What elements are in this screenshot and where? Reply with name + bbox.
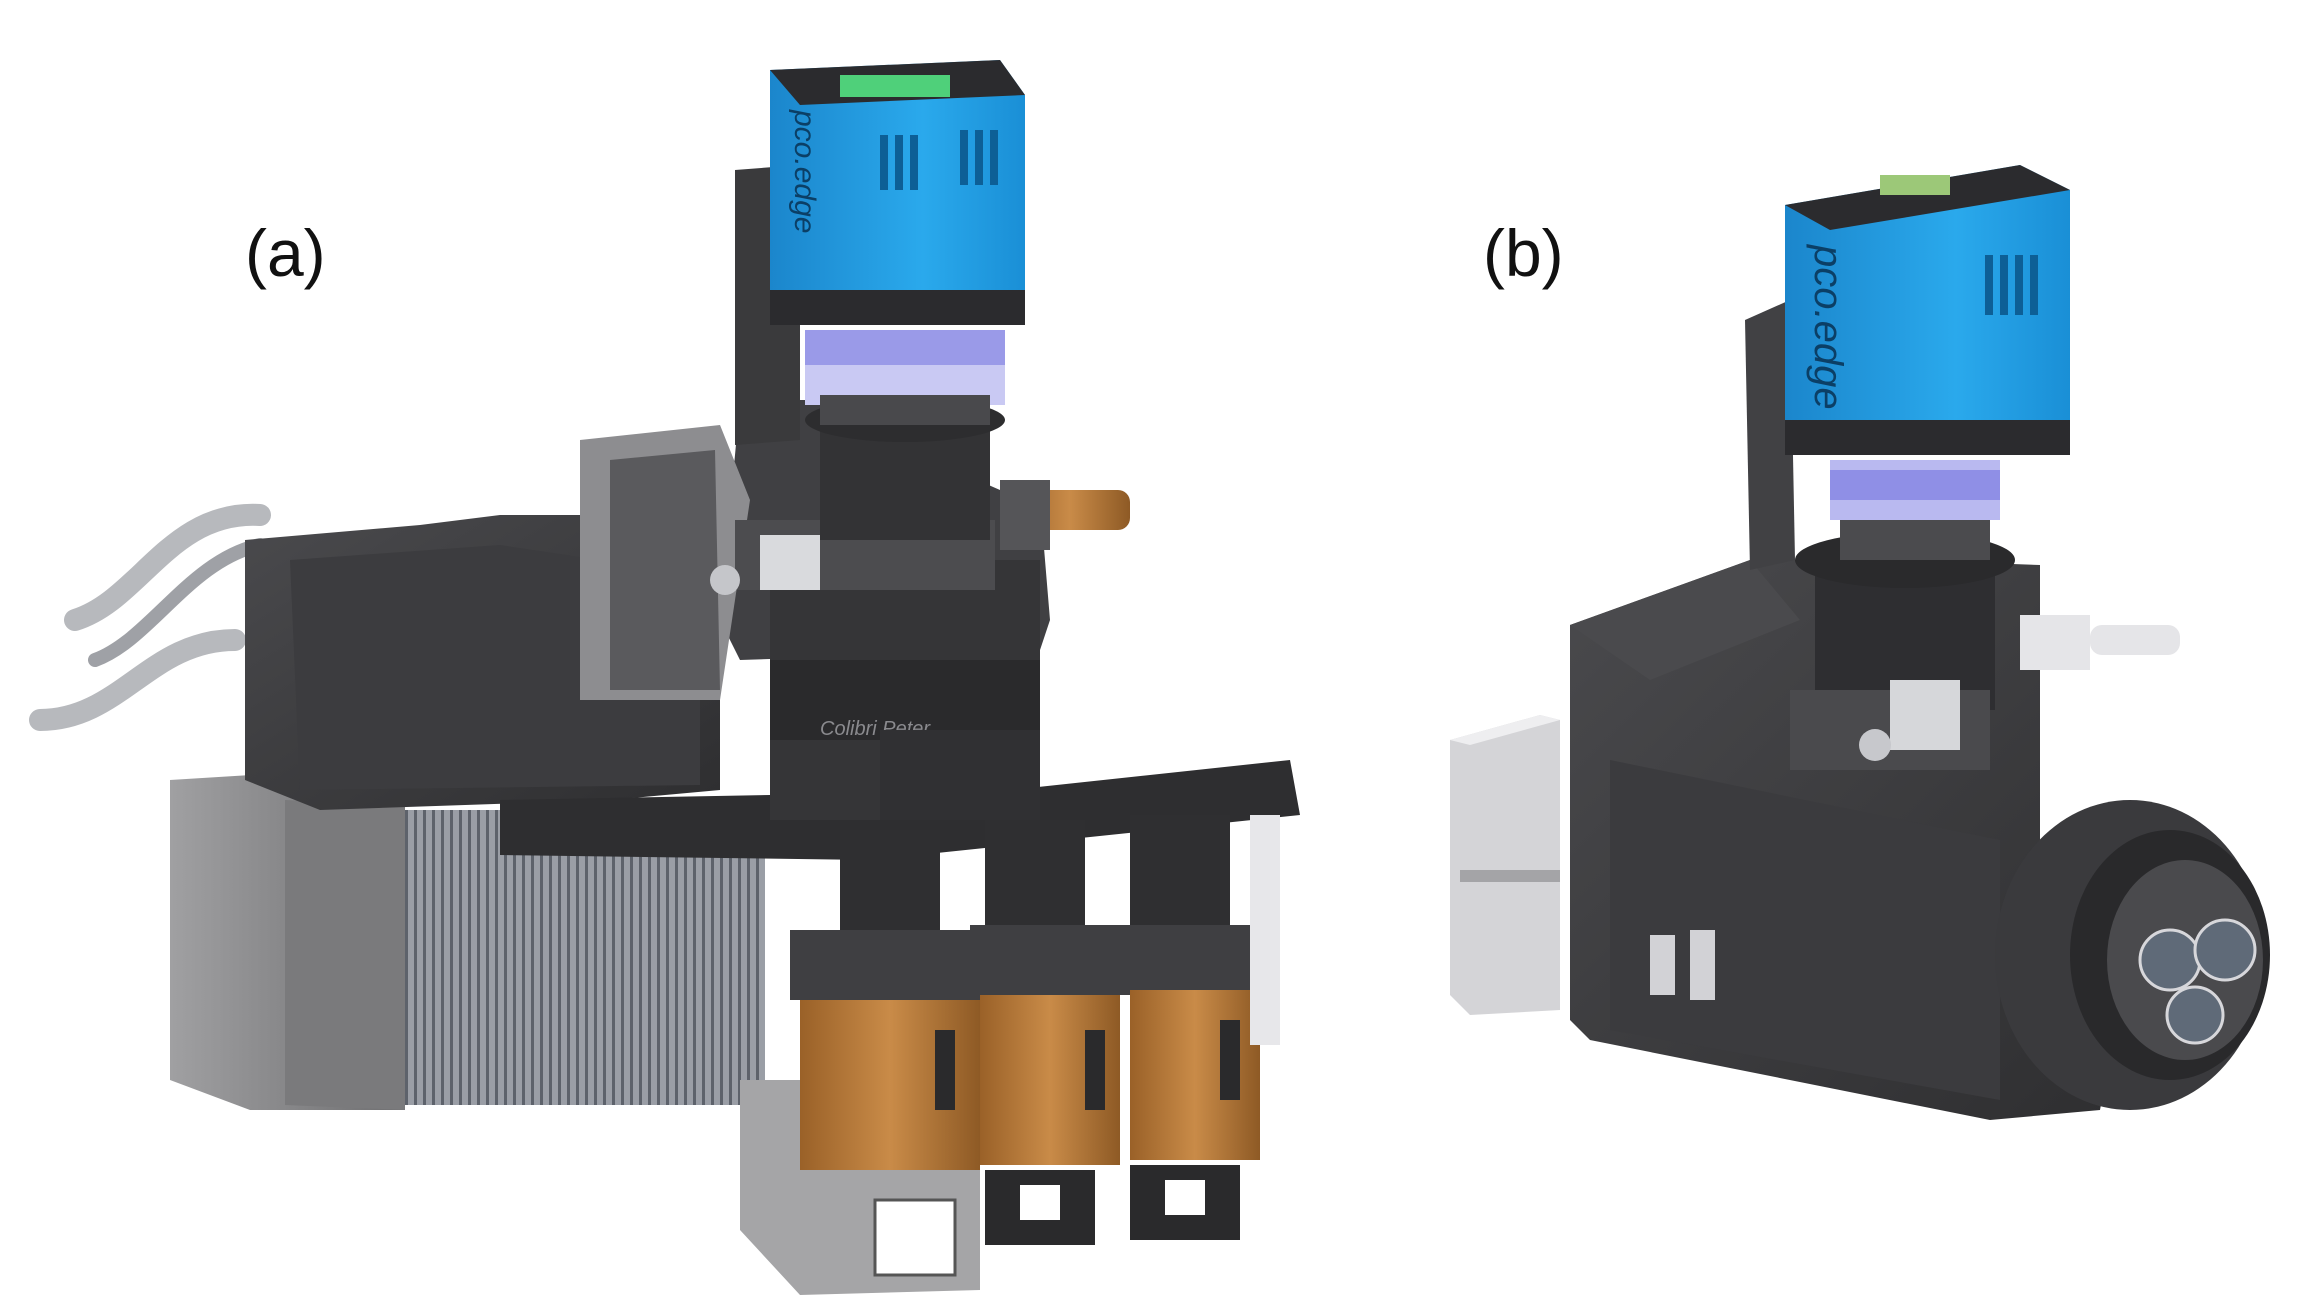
- connector-2: [1690, 930, 1715, 1000]
- hoses: [29, 503, 271, 731]
- camera-brand-b: pco.edge: [1806, 244, 1850, 410]
- lens-focus-ring: [805, 330, 1005, 365]
- camera-pco-edge-b: [1785, 165, 2070, 450]
- objective-turret: [1995, 800, 2270, 1110]
- panel-a-assembly: Colibri Peter pco.edge: [29, 60, 1300, 1295]
- motor-block: [760, 535, 820, 590]
- motor-block-b: [1890, 680, 1960, 750]
- heat-sink: [405, 810, 765, 1105]
- camera-brand-a: pco.edge: [788, 109, 821, 233]
- panel-b-label: (b): [1483, 216, 1564, 290]
- panel-a-label: (a): [245, 216, 326, 290]
- lens-focus-ring-b: [1830, 470, 2000, 500]
- detector-columns: [740, 815, 1280, 1295]
- camera-pco-edge-a: [770, 60, 1025, 325]
- mount-block: [1450, 715, 1560, 1015]
- panel-b-assembly: pco.edge: [1450, 165, 2270, 1120]
- connector-1: [1650, 935, 1675, 995]
